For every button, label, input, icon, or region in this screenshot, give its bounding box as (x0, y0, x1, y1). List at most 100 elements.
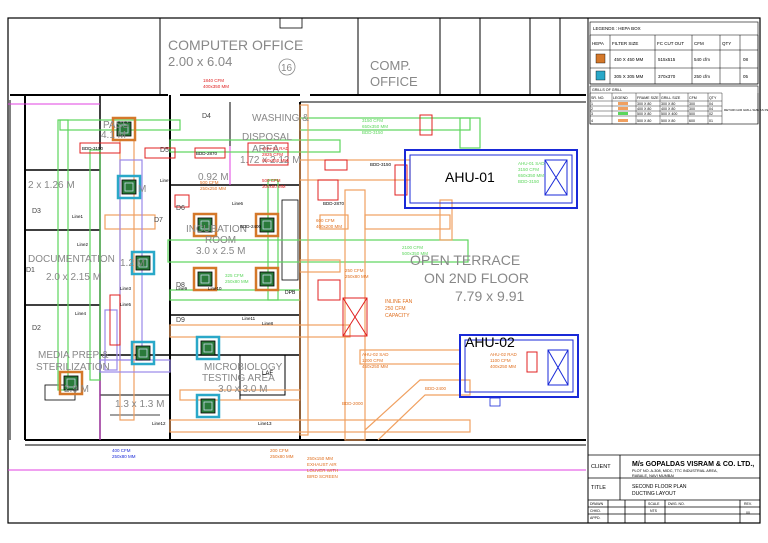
inline-fan-line2: 250 CFM (385, 306, 406, 312)
legend2-cell: 300 (689, 102, 695, 106)
door-label: D4 (202, 113, 211, 120)
legend2-cell: 500 X 80 (637, 112, 651, 116)
duct-label: 200 CFM (270, 448, 289, 453)
door-label: D8 (176, 282, 185, 289)
documentation-size: 2.0 x 2.15 M (46, 272, 101, 283)
comp-office-line1: COMP. (370, 58, 411, 73)
legend2-cell: 500 X 80 (637, 119, 651, 123)
media-prep-line2: STERILIZATION (36, 362, 110, 373)
duct-label: 250x150 MM (307, 456, 333, 461)
client-address1: PLOT NO. A-308, MIDC, TTC INDUSTRIAL ARE… (632, 469, 718, 473)
door-label: D5 (160, 147, 169, 154)
legend2-title: GRILLS OF GRILL (592, 88, 622, 92)
washing-size: 1.72 x 2.12 M (240, 155, 301, 166)
line-tag-label: Line7 (160, 178, 172, 183)
client-label: CLIENT (591, 464, 611, 470)
duct-label: 400 CFM (112, 448, 131, 453)
legend1-cut-out: 515x515 (658, 57, 676, 62)
legend2-header: GRILL SIZE (661, 96, 681, 100)
microbiology-line1: MICROBIOLOGY (204, 362, 283, 373)
scale-label: SCALE (648, 502, 660, 506)
client-name: M/s GOPALDAS VISRAM & CO. LTD., (632, 461, 754, 468)
legend1-title: LEGENDS : HEPA BOX (593, 26, 641, 31)
duct-label: 250x80 MM (345, 274, 369, 279)
rev-label: REV. (744, 502, 752, 506)
legend2-cell: 500 X 400 (661, 112, 677, 116)
duct-label: 400x200 MM (316, 224, 342, 229)
hepa-box (130, 250, 156, 276)
legend2-header: QTY (709, 96, 717, 100)
duct-label: 300x80 MM (262, 184, 286, 189)
hepa-box (195, 393, 221, 419)
inline-fan-line1: INLINE FAN (385, 299, 413, 305)
laf-label: LAF (262, 371, 273, 377)
line-tag-label: Line8 (262, 321, 274, 326)
door-label: D7 (154, 217, 163, 224)
legend1-header: CFM (694, 41, 704, 46)
line-tag-label: Line5 (120, 302, 132, 307)
pass-name: PASS (103, 120, 129, 131)
left-small-size: 2 x 1.26 M (28, 180, 75, 191)
computer-office-name: COMPUTER OFFICE (168, 37, 303, 53)
duct-label: LOUVER WITH (307, 468, 338, 473)
legend1-cut-out: 370x370 (658, 74, 676, 79)
door-label: D9 (176, 317, 185, 324)
hepa-box (130, 340, 156, 366)
hepa-box (195, 335, 221, 361)
door-label: D2 (32, 325, 41, 332)
client-address2: RABALE, NAVI MUMBAI (632, 474, 674, 478)
legend1-header: FC CUT OUT (657, 41, 684, 46)
line-tag-label: Line3 (120, 286, 132, 291)
duct-label: 2825 CFM (262, 152, 283, 157)
line-tag-label: Line6 (232, 201, 244, 206)
sheet-border (7, 17, 761, 524)
mid-small-size: 1.2 M (120, 258, 145, 269)
duct-label: BDD-3150 (518, 179, 540, 184)
duct-label: 400x350 MM (203, 84, 229, 89)
door-label: D6 (176, 205, 185, 212)
dwg-no-label: DWG. NO. (668, 502, 685, 506)
line-tag-label: Line12 (152, 421, 166, 426)
duct-label: AHU-01 SAD (518, 161, 545, 166)
microbiology-size: 3.0 x 3.0 M (218, 384, 267, 395)
approved-label: APPD. (590, 516, 601, 520)
line-tag-label: Line13 (258, 421, 272, 426)
microbiology-line2: TESTING AREA (202, 373, 275, 384)
hepa-boxes (58, 116, 280, 419)
ahu-02-unit: AHU-02 (459, 334, 579, 407)
hepa-box (58, 370, 84, 396)
duct-label: EXHAUST AIR (307, 462, 337, 467)
line-tag-label: Line1 (72, 214, 84, 219)
legend1-cfm: 540 cfm (694, 57, 710, 62)
duct-label: AHU-01 RAD (262, 146, 290, 151)
rev-value: 00 (746, 511, 750, 515)
drawing-title1: SECOND FLOOR PLAN (632, 484, 687, 490)
comp-office-line2: OFFICE (370, 74, 418, 89)
scale-value: NTS (650, 509, 658, 513)
duct-label: 500 CFM (262, 178, 281, 183)
low-small-size: 1.3 x 1.3 M (115, 399, 164, 410)
legend1-filter-size: 305 X 305 MM (614, 74, 644, 79)
media-prep-line1: MEDIA PREP & (38, 350, 109, 361)
duct-label: AHU-02 RAD (490, 352, 518, 357)
drawing-title2: DUCTING LAYOUT (632, 491, 676, 497)
hepa-box (254, 266, 280, 292)
duct-label: 400x250 MM (490, 364, 516, 369)
legend2-header: CFM (689, 96, 697, 100)
legend1-qty: 05 (743, 74, 749, 79)
washing-line2: DISPOSAL (242, 132, 292, 143)
door-label: D3 (32, 208, 41, 215)
line-tag-label: Line9 (176, 286, 188, 291)
incubation-line1: INCUBATION (186, 224, 247, 235)
computer-office-number: 16 (281, 63, 293, 74)
duct-label: BDD-3150 (82, 146, 104, 151)
incubation-line2: ROOM (205, 235, 236, 246)
duct-label: BDD-3150 (370, 162, 392, 167)
